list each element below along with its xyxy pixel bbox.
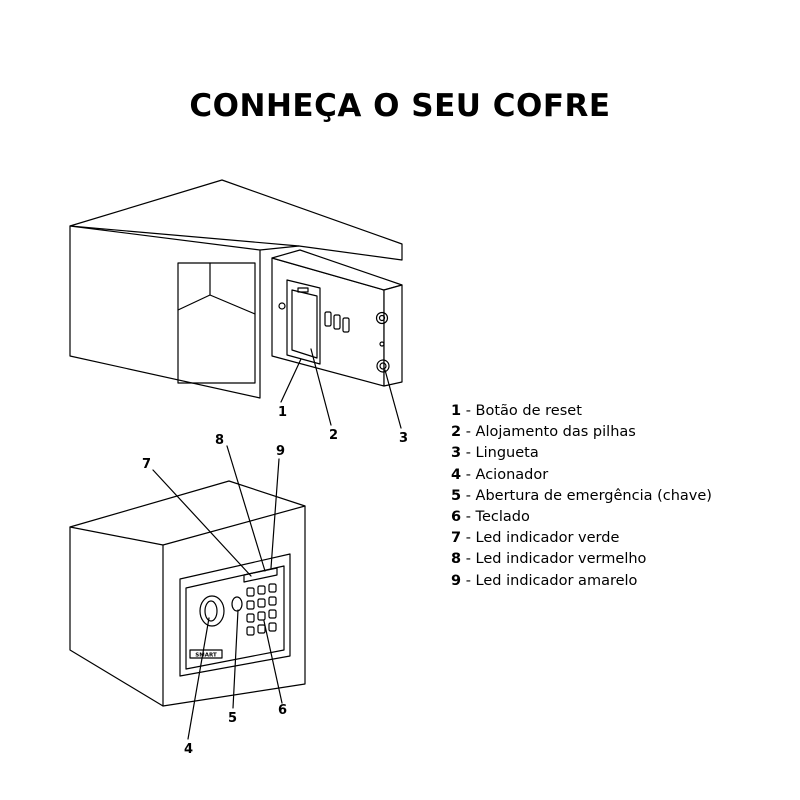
legend-item-9: 9 - Led indicador amarelo xyxy=(451,572,638,589)
parts-legend: 1 - Botão de reset 2 - Alojamento das pi… xyxy=(451,401,712,592)
legend-item-3: 3 - Lingueta xyxy=(451,445,539,462)
callout-6: 6 xyxy=(278,703,287,718)
open-safe-illustration xyxy=(69,179,403,429)
brand-plate: SMART xyxy=(195,653,217,659)
keypad-keys xyxy=(246,583,277,636)
legend-item-7: 7 - Led indicador verde xyxy=(451,530,620,547)
callout-5: 5 xyxy=(228,711,237,726)
callout-2: 2 xyxy=(329,428,338,443)
callout-7: 7 xyxy=(142,457,151,472)
callout-1: 1 xyxy=(278,405,287,420)
legend-item-4: 4 - Acionador xyxy=(451,466,549,483)
callout-9: 9 xyxy=(276,444,285,459)
legend-item-1: 1 - Botão de reset xyxy=(451,403,582,419)
legend-item-6: 6 - Teclado xyxy=(451,508,530,525)
page-title: CONHEÇA O SEU COFRE xyxy=(189,88,611,124)
closed-safe-illustration xyxy=(69,445,306,740)
legend-item-8: 8 - Led indicador vermelho xyxy=(451,551,647,568)
callout-8: 8 xyxy=(215,433,224,448)
callout-4: 4 xyxy=(184,742,193,757)
legend-item-5: 5 - Abertura de emergência (chave) xyxy=(451,487,712,504)
legend-item-2: 2 - Alojamento das pilhas xyxy=(451,424,636,441)
callout-3: 3 xyxy=(399,431,408,446)
